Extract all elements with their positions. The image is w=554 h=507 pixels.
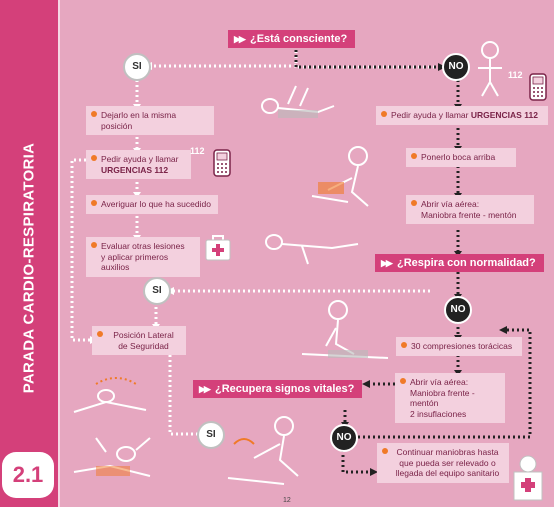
decision-no-vitals: NO bbox=[330, 424, 358, 452]
bullet-icon bbox=[411, 153, 417, 159]
bullet-icon bbox=[91, 111, 97, 117]
bullet-icon bbox=[91, 155, 97, 161]
step-posicion-lateral: Posición Lateral de Seguridad bbox=[92, 326, 186, 355]
step-continuar: Continuar maniobras hasta que pueda ser … bbox=[377, 443, 509, 483]
bullet-icon bbox=[401, 342, 407, 348]
question-conscious: ▶▶ ¿Está consciente? bbox=[228, 30, 356, 48]
bullet-icon bbox=[400, 378, 406, 384]
phone-icon bbox=[213, 149, 231, 177]
phone-icon bbox=[529, 73, 547, 101]
double-chevron-icon: ▶▶ bbox=[381, 258, 393, 268]
chapter-number: 2.1 bbox=[2, 452, 54, 498]
sidebar: PARADA CARDIO-RESPIRATORIA 2.1 bbox=[0, 0, 58, 507]
double-chevron-icon: ▶▶ bbox=[199, 384, 211, 394]
step-pedir-ayuda-left: Pedir ayuda y llamar URGENCIAS 112 bbox=[86, 150, 191, 179]
no-connectors bbox=[294, 50, 532, 474]
recovery-position-illustration bbox=[73, 377, 147, 413]
victim-illustration bbox=[261, 85, 335, 118]
first-aid-kit-icon bbox=[205, 235, 231, 261]
bullet-icon bbox=[382, 448, 388, 454]
bullet-icon bbox=[91, 242, 97, 248]
victim-illustration bbox=[265, 234, 359, 265]
step-evaluar: Evaluar otras lesiones y aplicar primero… bbox=[86, 237, 200, 277]
question-vitals-label: ¿Recupera signos vitales? bbox=[215, 383, 355, 395]
step-dejarlo: Dejarlo en la misma posición bbox=[86, 106, 214, 135]
rescuer-illustration bbox=[301, 300, 389, 359]
decision-no-breathing: NO bbox=[444, 296, 472, 324]
step-ponerlo: Ponerlo boca arriba bbox=[406, 148, 516, 167]
decision-no-conscious: NO bbox=[442, 53, 470, 81]
question-conscious-label: ¿Está consciente? bbox=[250, 33, 348, 45]
step-averiguar: Averiguar lo que ha sucedido bbox=[86, 195, 218, 214]
step-abrir-via-1: Abrir vía aérea: Maniobra frente - mentó… bbox=[406, 195, 534, 224]
step-abrir-via-2: Abrir vía aérea: Maniobra frente - mentó… bbox=[395, 373, 505, 423]
question-vitals: ▶▶ ¿Recupera signos vitales? bbox=[193, 380, 363, 398]
double-chevron-icon: ▶▶ bbox=[234, 34, 246, 44]
cpr-illustration bbox=[227, 416, 299, 485]
phone-number-left: 112 bbox=[190, 146, 205, 156]
bullet-icon bbox=[381, 111, 387, 117]
question-breathing-label: ¿Respira con normalidad? bbox=[397, 257, 536, 269]
question-breathing: ▶▶ ¿Respira con normalidad? bbox=[375, 254, 544, 272]
bullet-icon bbox=[97, 331, 103, 337]
page-number: 12 bbox=[283, 497, 291, 504]
recovery-position-illustration bbox=[73, 437, 151, 477]
bullet-icon bbox=[91, 200, 97, 206]
decision-si-vitals: SI bbox=[197, 421, 225, 449]
rescuer-illustration bbox=[311, 146, 369, 207]
bullet-icon bbox=[411, 200, 417, 206]
rescuer-illustration bbox=[478, 41, 502, 97]
paramedic-illustration bbox=[513, 455, 543, 501]
decision-si-conscious: SI bbox=[123, 53, 151, 81]
phone-number-right: 112 bbox=[508, 70, 523, 80]
sidebar-edge bbox=[58, 0, 60, 507]
step-compresiones: 30 compresiones torácicas bbox=[396, 337, 522, 356]
step-pedir-ayuda-right: Pedir ayuda y llamar URGENCIAS 112 bbox=[376, 106, 548, 125]
decision-si-breathing: SI bbox=[143, 277, 171, 305]
